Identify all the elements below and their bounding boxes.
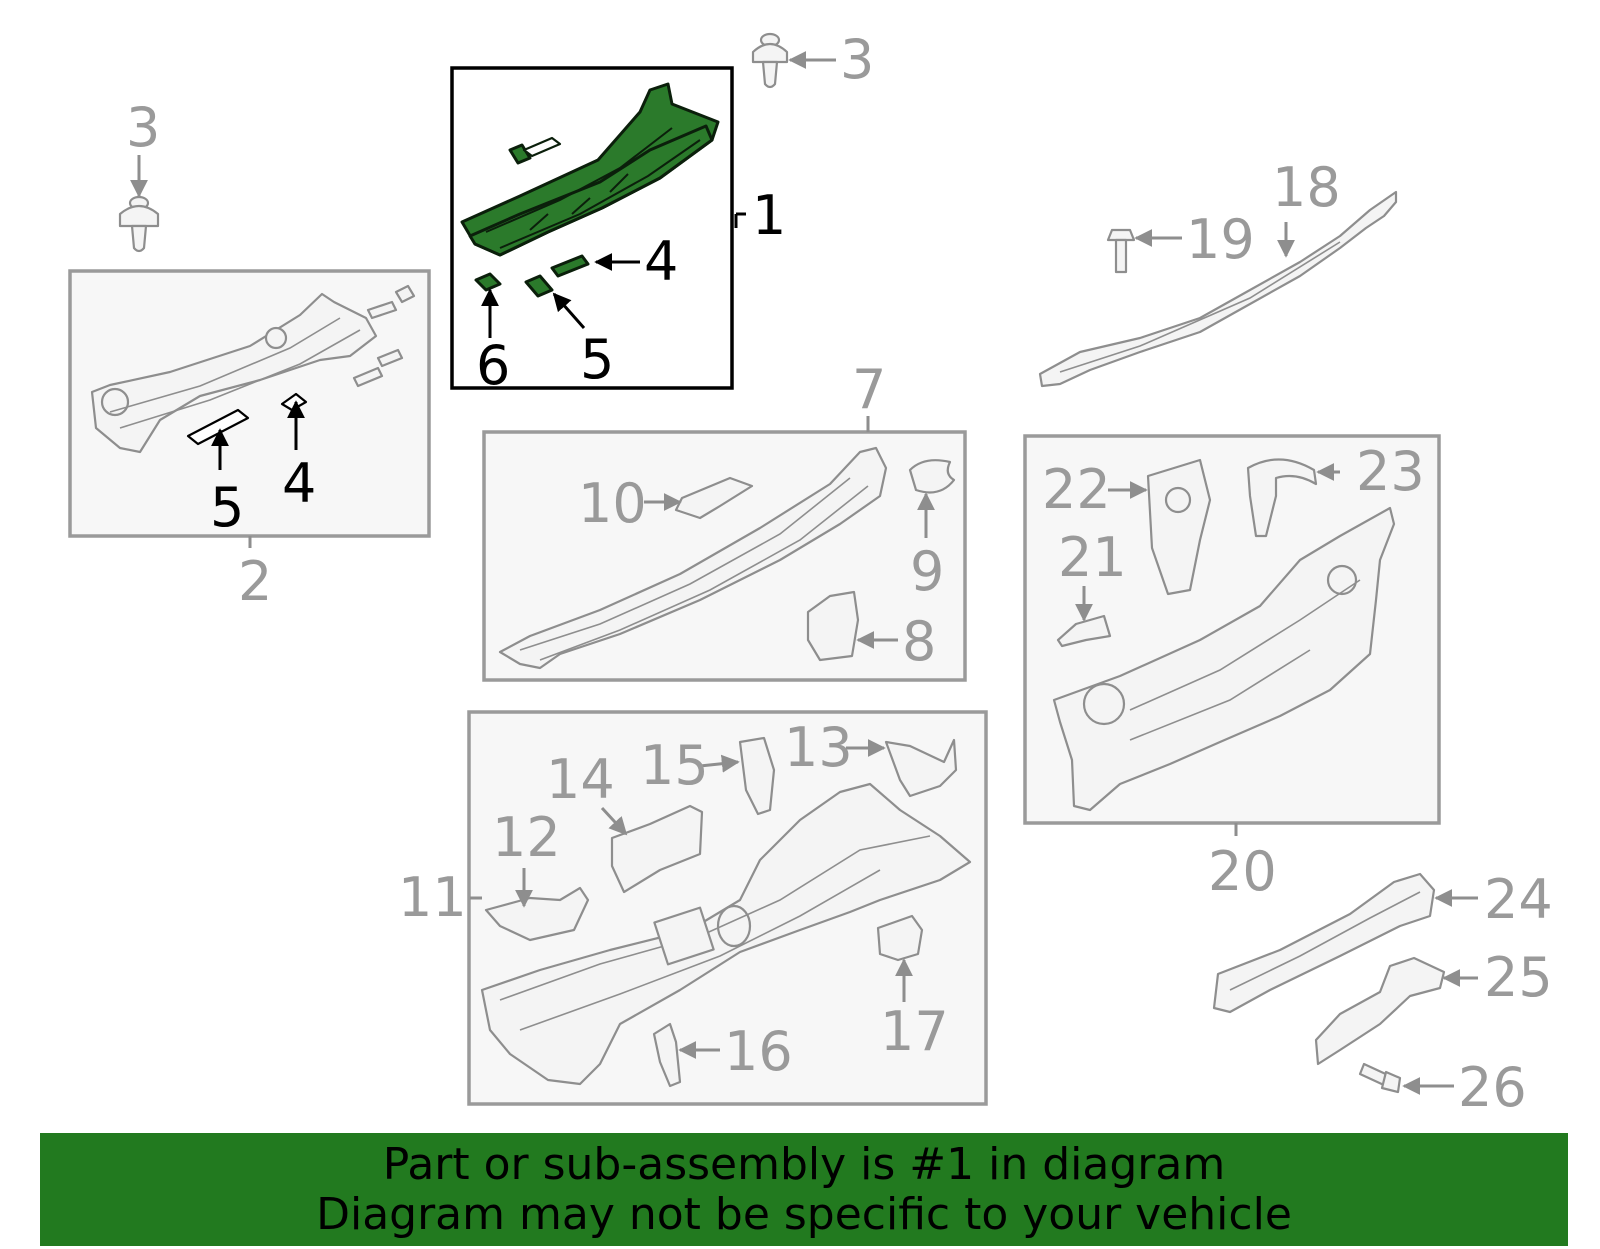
part-23-bracket: [1246, 458, 1318, 538]
callout-15[interactable]: 15: [640, 734, 709, 797]
part-14-bracket: [610, 804, 704, 894]
callout-14[interactable]: 14: [546, 748, 615, 811]
callout-3-left[interactable]: 3: [126, 96, 160, 159]
part-20-dash-panel: [1052, 506, 1396, 812]
part-8-bracket: [806, 590, 860, 662]
callout-18[interactable]: 18: [1272, 156, 1341, 219]
part-16-bracket: [652, 1022, 682, 1088]
callout-22[interactable]: 22: [1042, 458, 1111, 521]
callout-25[interactable]: 25: [1484, 946, 1553, 1009]
part-21-bracket: [1056, 614, 1112, 648]
callout-16[interactable]: 16: [724, 1020, 793, 1083]
part-1-cowl-panel[interactable]: [460, 82, 720, 257]
callout-7[interactable]: 7: [852, 358, 886, 421]
banner-line-1: Part or sub-assembly is #1 in diagram: [382, 1138, 1226, 1190]
callout-24[interactable]: 24: [1484, 868, 1553, 931]
callout-5-box1[interactable]: 5: [580, 328, 614, 391]
part-18-reinforcement: [1038, 190, 1398, 388]
part-1-small-parts: [474, 136, 590, 298]
callout-12[interactable]: 12: [492, 806, 561, 869]
part-9-bracket: [908, 459, 956, 494]
part-7-cross-member: [498, 446, 888, 670]
callout-23[interactable]: 23: [1356, 440, 1425, 503]
part-24-rail: [1212, 872, 1436, 1014]
callout-13[interactable]: 13: [784, 716, 853, 779]
part-25-bracket: [1314, 956, 1446, 1066]
leader-lines: [130, 51, 1478, 1095]
part-15-bracket: [738, 736, 776, 816]
callout-19[interactable]: 19: [1186, 208, 1255, 271]
part-17-bracket: [876, 914, 924, 962]
callout-5-box2[interactable]: 5: [210, 476, 244, 539]
callout-2[interactable]: 2: [238, 550, 272, 613]
info-banner: Part or sub-assembly is #1 in diagram Di…: [40, 1133, 1568, 1246]
callout-17[interactable]: 17: [880, 1000, 949, 1063]
callout-26[interactable]: 26: [1458, 1056, 1527, 1119]
part-22-bracket: [1146, 458, 1212, 596]
banner-line-2: Diagram may not be specific to your vehi…: [316, 1188, 1292, 1240]
callout-9[interactable]: 9: [910, 540, 944, 603]
callout-4-box2[interactable]: 4: [282, 452, 316, 515]
callout-21[interactable]: 21: [1058, 526, 1127, 589]
callout-1[interactable]: 1: [752, 184, 786, 247]
part-11-floor-assembly: [480, 782, 972, 1086]
part-19-bolt: [1106, 228, 1136, 274]
callout-10[interactable]: 10: [578, 472, 647, 535]
part-26-bolt: [1358, 1062, 1402, 1094]
callout-8[interactable]: 8: [902, 610, 936, 673]
part-13-bracket: [884, 738, 958, 798]
part-3-clip-top: [751, 32, 789, 89]
part-12-bracket: [484, 886, 590, 942]
callout-4-box1[interactable]: 4: [644, 230, 678, 293]
callout-20[interactable]: 20: [1208, 840, 1277, 903]
callout-11[interactable]: 11: [398, 866, 467, 929]
callout-3-top[interactable]: 3: [840, 28, 874, 91]
callout-6[interactable]: 6: [476, 334, 510, 397]
part-3-clip-left: [118, 195, 160, 253]
part-2-cowl-assembly: [90, 284, 416, 454]
